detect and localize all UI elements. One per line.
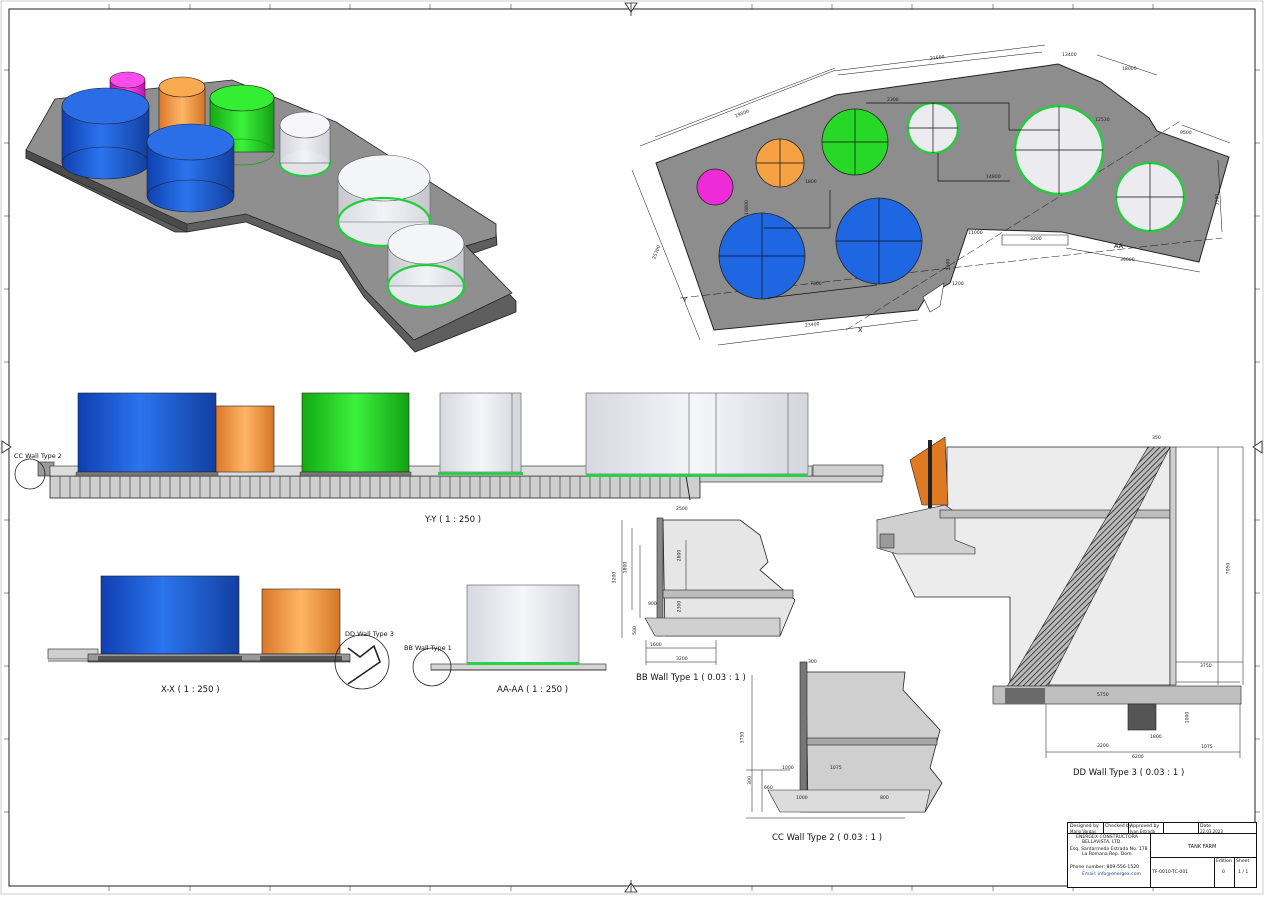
dim-label: 3600 — [946, 258, 952, 271]
dim-label: 3200 — [1097, 744, 1109, 749]
plan-marker-y: Y — [683, 296, 687, 304]
dim-label: 1800 — [805, 180, 817, 185]
approved-by-value: Ivan Estrada — [1130, 829, 1156, 834]
dim-label: 7050 — [1226, 562, 1232, 575]
plan-marker-aa: AA — [1114, 242, 1124, 250]
dim-label: 3750 — [1200, 664, 1212, 669]
checked-by-label: Checked by — [1105, 824, 1132, 829]
edition-value: 0 — [1222, 870, 1225, 875]
title-block: Designed by Mario Vargas Checked by Appr… — [1067, 822, 1257, 888]
callout-dd: DD Wall Type 3 — [345, 630, 394, 638]
dim-label: 3200 — [612, 571, 618, 584]
caption-cc-wall: CC Wall Type 2 ( 0.03 : 1 ) — [772, 833, 883, 843]
dim-label: 1000 — [796, 796, 808, 801]
caption-aa: AA-AA ( 1 : 250 ) — [497, 685, 569, 695]
dim-label: 300 — [808, 660, 817, 665]
dim-label: 2500 — [676, 507, 688, 512]
dim-label: 16800 — [744, 200, 750, 215]
dim-label: 6200 — [1132, 755, 1144, 760]
drawing-title: TANK FARM — [1188, 844, 1217, 850]
isometric-view — [25, 71, 517, 353]
edition-label: Edition — [1216, 859, 1232, 864]
caption-yy: Y-Y ( 1 : 250 ) — [425, 515, 482, 525]
dim-label: 300 — [747, 776, 753, 785]
dim-label: 2800 — [677, 549, 683, 562]
dim-label: 3200 — [676, 657, 688, 662]
dim-label: 39000 — [1120, 258, 1135, 263]
section-aa — [412, 584, 607, 687]
sheet-value: 1 / 1 — [1238, 870, 1249, 875]
yy-tanks — [75, 392, 809, 477]
dim-label: 1800 — [1150, 735, 1162, 740]
aa-callout-circle — [412, 647, 452, 687]
document-number: TF-0010-TC-001 — [1152, 870, 1189, 875]
dim-label: 1200 — [952, 282, 964, 287]
company-name-1: ENERGEX CONSTRUCTORA — [1076, 835, 1138, 840]
plan-view — [631, 44, 1231, 346]
company-address-1: Esq. Santarmeda Estrada No. 178 — [1070, 847, 1148, 852]
dim-label: 1075 — [1201, 745, 1213, 750]
detail-bb — [621, 517, 796, 665]
caption-xx: X-X ( 1 : 250 ) — [161, 685, 220, 695]
dim-label: 2300 — [887, 98, 899, 103]
dim-label: 18000 — [1122, 67, 1137, 72]
tank-green-3d — [209, 84, 275, 166]
section-xx — [47, 575, 390, 690]
dim-label: 13400 — [1062, 53, 1077, 58]
dim-label: 800 — [880, 796, 889, 801]
detail-cc — [746, 661, 943, 819]
dim-label: 1075 — [830, 766, 842, 771]
tank-glass-small-3d — [279, 111, 331, 177]
dim-label: 3200 — [1030, 237, 1042, 242]
date-value: 22.03.2023 — [1200, 829, 1223, 834]
callout-cc: CC Wall Type 2 — [14, 452, 62, 460]
approved-by-label: Approved by — [1130, 824, 1160, 829]
company-address-2: La Romana Rep. Dom. — [1082, 852, 1134, 857]
sheet-label: Sheet — [1236, 859, 1250, 864]
callout-bb: BB Wall Type 1 — [404, 644, 452, 652]
dim-label: 14800 — [986, 175, 1001, 180]
dim-label: 3500 — [1215, 193, 1221, 206]
plan-marker-x: X — [858, 326, 863, 334]
company-phone: Phone number: 809-556-1520 — [1070, 865, 1140, 870]
dim-label: 2300 — [677, 600, 683, 613]
tank-blue-large-3d — [61, 87, 150, 180]
dim-label: 1000 — [782, 766, 794, 771]
dim-label: 5750 — [1097, 693, 1109, 698]
dim-label: 11000 — [968, 231, 983, 236]
dim-label: 9500 — [1180, 131, 1192, 136]
dim-label: 350 — [1152, 436, 1161, 441]
dim-label: 500 — [632, 626, 638, 635]
dim-label: 1800 — [623, 561, 629, 574]
dim-label: 7300 — [810, 282, 822, 287]
date-label: Date — [1200, 824, 1211, 829]
dim-label: 1600 — [650, 643, 662, 648]
section-yy — [14, 392, 884, 501]
caption-bb-wall: BB Wall Type 1 ( 0.03 : 1 ) — [636, 673, 746, 683]
border-ticks — [4, 4, 1260, 891]
designed-by-label: Designed by — [1070, 824, 1099, 829]
company-email: Email: info@energex.com — [1082, 872, 1141, 877]
company-name-2: BELLAVISTA, LTD. — [1082, 840, 1122, 845]
detail-dd — [876, 436, 1244, 758]
yy-callout-circle — [14, 458, 46, 490]
xx-callout-circle — [334, 634, 390, 690]
dim-label: 12530 — [1095, 118, 1110, 123]
tank-blue-front-3d — [146, 123, 235, 213]
caption-dd-wall: DD Wall Type 3 ( 0.03 : 1 ) — [1073, 768, 1185, 778]
dim-label: 3750 — [740, 731, 746, 744]
dim-label: 660 — [764, 786, 773, 791]
dim-label: 1000 — [1185, 711, 1191, 724]
dim-label: 900 — [648, 602, 657, 607]
designed-by-value: Mario Vargas — [1070, 829, 1096, 834]
tank-glass-front-3d — [386, 223, 466, 309]
